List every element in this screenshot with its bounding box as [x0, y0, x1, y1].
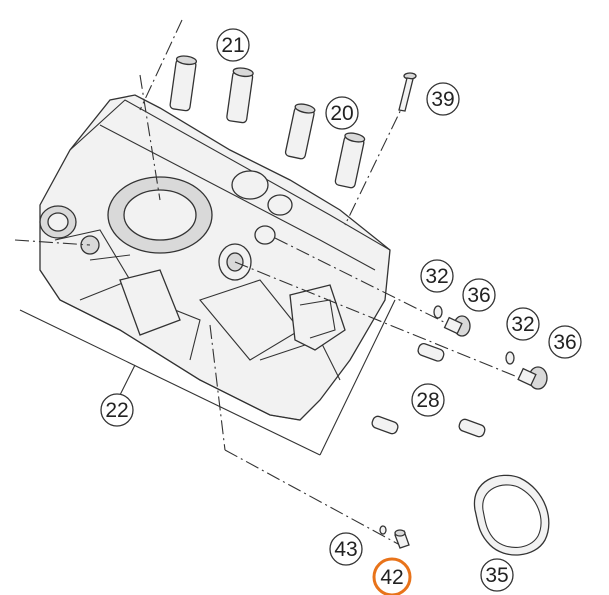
callout-22-label: 22	[105, 399, 128, 422]
callout-36-upper: 36	[462, 278, 496, 312]
callout-39-label: 39	[431, 88, 454, 111]
seal-ring-32-lower	[505, 351, 515, 365]
callout-36-lower: 36	[548, 325, 582, 359]
callout-43: 43	[329, 532, 363, 566]
callout-32-upper-label: 32	[425, 265, 448, 288]
valve-guides-21	[169, 55, 254, 124]
seal-ring-32-upper	[433, 305, 443, 319]
leader-lines	[14, 19, 521, 546]
valve-guides-20	[284, 103, 366, 189]
gasket-35	[473, 474, 550, 556]
callout-35-label: 35	[485, 564, 508, 587]
screw-plug-36-upper	[443, 315, 471, 337]
callout-36-upper-label: 36	[467, 284, 490, 307]
callout-32-lower-label: 32	[511, 313, 534, 336]
callout-39: 39	[426, 82, 460, 116]
screw-42	[394, 529, 410, 549]
callout-43-label: 43	[334, 538, 357, 561]
screw-39	[398, 72, 417, 112]
callout-32-lower: 32	[506, 307, 540, 341]
callout-35: 35	[480, 558, 514, 592]
callout-28-label: 28	[416, 389, 439, 412]
callout-21: 21	[216, 28, 250, 62]
cylinder-head-22	[39, 94, 391, 421]
callout-42-label: 42	[380, 566, 403, 589]
callout-20-label: 20	[330, 102, 353, 125]
callout-22: 22	[100, 393, 134, 427]
callout-42-highlighted: 42	[372, 557, 412, 595]
callout-28: 28	[411, 383, 445, 417]
dowel-pins-28	[371, 343, 486, 438]
screw-plug-36-lower	[517, 366, 548, 390]
callout-21-label: 21	[221, 34, 244, 57]
callout-36-lower-label: 36	[553, 331, 576, 354]
callout-20: 20	[325, 96, 359, 130]
callout-32-upper: 32	[420, 259, 454, 293]
seal-ring-43	[379, 525, 387, 535]
